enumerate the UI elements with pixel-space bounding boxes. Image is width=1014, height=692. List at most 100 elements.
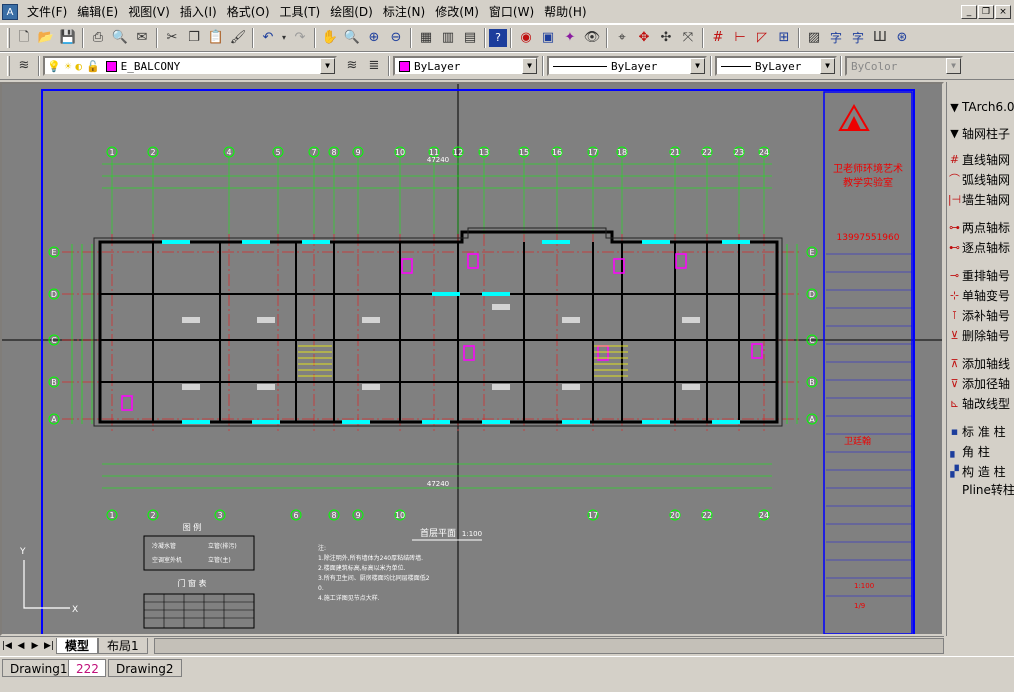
tarch-item-add-radial[interactable]: ⊽添加径轴 (947, 374, 1010, 392)
tarch-item-delete-label[interactable]: ⊻删除轴号 (947, 326, 1010, 344)
snap-endpoint-icon[interactable]: ⌖ (618, 30, 626, 45)
tarch-item-corner-column[interactable]: ▖角 柱 (947, 442, 990, 460)
linetype-value: ByLayer (611, 59, 658, 73)
move-icon[interactable]: ✥ (638, 30, 650, 45)
minimize-button[interactable]: _ (961, 4, 977, 19)
tool-palettes-icon[interactable]: ▤ (463, 30, 477, 45)
redo-icon[interactable]: ↷ (294, 30, 306, 45)
properties-icon[interactable]: ▦ (419, 30, 433, 45)
calculator-icon[interactable]: ⊛ (896, 30, 908, 45)
restore-button[interactable]: ❐ (978, 4, 994, 19)
color-dropdown[interactable]: ByLayer ▼ (393, 56, 539, 76)
axis-bubble-bottom-24 (758, 509, 770, 521)
tarch-item-triangle-down[interactable]: ▼轴网柱子 (947, 124, 1010, 142)
tarch-panel-title[interactable]: ▼ TArch6.0 (947, 98, 1014, 116)
tarch-item-arc-grid[interactable]: ⌒弧线轴网 (947, 170, 1010, 188)
tarch-item-struct-column[interactable]: ▞构 造 柱 (947, 462, 1005, 480)
chevron-down-icon[interactable]: ▼ (522, 58, 537, 74)
tab-model[interactable]: 模型 (56, 637, 99, 654)
tarch-item-wall-grid[interactable]: |⊣墙生轴网 (947, 190, 1010, 208)
doc-tab-drawing1[interactable]: Drawing1 (2, 659, 76, 677)
menu-item-3[interactable]: 插入(I) (179, 4, 217, 19)
undo-dropdown-icon[interactable]: ▾ (281, 33, 286, 42)
axis-label-top-10: 10 (395, 148, 405, 157)
tarch-item-grid[interactable]: #直线轴网 (947, 150, 1010, 168)
lineweight-dropdown[interactable]: ByLayer ▼ (715, 56, 837, 76)
tarch-item-std-column[interactable]: ▪标 准 柱 (947, 422, 1006, 440)
tarch-item-add-label[interactable]: ⊺添补轴号 (947, 306, 1010, 324)
layer-previous-icon[interactable]: ≣ (368, 58, 380, 73)
toolbar-grip[interactable] (7, 28, 10, 48)
linetype-dropdown[interactable]: ByLayer ▼ (547, 56, 707, 76)
undo-icon[interactable]: ↶ (262, 30, 274, 45)
make-layer-current-icon[interactable]: ≋ (346, 58, 358, 73)
last-tab-icon[interactable]: ▶| (44, 640, 54, 651)
next-tab-icon[interactable]: ▶ (31, 640, 39, 651)
toolbar-grip[interactable] (7, 56, 10, 76)
match-properties-icon[interactable]: 🖌 (229, 30, 247, 45)
doc-tab-drawing2[interactable]: Drawing2 (108, 659, 182, 677)
prev-tab-icon[interactable]: ◀ (17, 640, 25, 651)
pan-tool-icon[interactable]: ⤧ (682, 30, 694, 45)
chevron-down-icon[interactable]: ▼ (690, 58, 705, 74)
horizontal-scrollbar[interactable] (153, 637, 944, 654)
tarch-item-label: 添加轴线 (962, 356, 1011, 371)
autocad-app-icon[interactable]: A (2, 3, 18, 20)
door-icon[interactable]: ◸ (757, 30, 767, 45)
grid-icon[interactable]: # (712, 30, 724, 45)
menu-item-7[interactable]: 标注(N) (382, 4, 426, 19)
close-button[interactable]: × (995, 4, 1011, 19)
print-preview-icon[interactable]: 🔍 (111, 30, 129, 45)
cut-icon[interactable]: ✂ (166, 30, 178, 45)
tarch-item-pline[interactable]: Pline转柱 (947, 480, 1014, 498)
zoom-previous-icon[interactable]: ⊖ (390, 30, 402, 45)
layer-manager-icon[interactable]: ≋ (18, 58, 30, 73)
text-icon[interactable]: 字 (829, 31, 842, 45)
tarch-item-two-point[interactable]: ⊶两点轴标 (947, 218, 1010, 236)
menu-item-4[interactable]: 格式(O) (226, 4, 270, 19)
stretch-icon[interactable]: ✣ (660, 30, 672, 45)
image-icon[interactable]: ▣ (541, 30, 555, 45)
tarch-item-change-type[interactable]: ⊾轴改线型 (947, 394, 1010, 412)
doc-tab-222[interactable]: 222 (68, 659, 106, 677)
new-file-icon[interactable]: 🗋 (18, 30, 30, 45)
publish-icon[interactable]: ✉ (136, 30, 148, 45)
paste-icon[interactable]: 📋 (207, 30, 225, 45)
design-center-icon[interactable]: ▥ (441, 30, 455, 45)
menu-item-0[interactable]: 文件(F) (27, 4, 68, 19)
zoom-realtime-icon[interactable]: 🔍 (343, 30, 361, 45)
tarch-item-add-line[interactable]: ⊼添加轴线 (947, 354, 1010, 372)
menu-item-9[interactable]: 窗口(W) (488, 4, 535, 19)
first-tab-icon[interactable]: |◀ (2, 640, 12, 651)
layer-tool-icon[interactable]: ◉ (520, 30, 532, 45)
tarch-item-point-label[interactable]: ⊷逐点轴标 (947, 238, 1010, 256)
menu-item-1[interactable]: 编辑(E) (77, 4, 119, 19)
menu-item-2[interactable]: 视图(V) (128, 4, 170, 19)
mtext-icon[interactable]: 字 (851, 31, 864, 45)
render-icon[interactable]: ✦ (564, 30, 576, 45)
chevron-down-icon[interactable]: ▼ (320, 58, 335, 74)
layer-dropdown[interactable]: 💡 ☀ ◐ 🔓 E_BALCONY ▼ (43, 56, 337, 76)
save-icon[interactable]: 💾 (59, 30, 77, 45)
open-file-icon[interactable]: 📂 (37, 30, 55, 45)
stair-icon[interactable]: Ш (873, 30, 887, 45)
zoom-window-icon[interactable]: ⊕ (368, 30, 380, 45)
tarch-item-renumber[interactable]: ⊸重排轴号 (947, 266, 1010, 284)
pan-realtime-icon[interactable]: ✋ (321, 30, 339, 45)
menu-item-10[interactable]: 帮助(H) (544, 4, 587, 19)
window-icon[interactable]: ⊞ (778, 30, 790, 45)
print-icon[interactable]: ⎙ (92, 30, 104, 45)
text-style-icon[interactable]: ▨ (807, 30, 821, 45)
tab-layout1[interactable]: 布局1 (98, 637, 148, 654)
tarch-item-single-change[interactable]: ⊹单轴变号 (947, 286, 1010, 304)
chevron-down-icon[interactable]: ▼ (820, 58, 835, 74)
help-icon[interactable]: ? (489, 29, 507, 47)
copy-icon[interactable]: ❐ (188, 30, 200, 45)
wall-icon[interactable]: ⊢ (734, 30, 746, 45)
view-icon[interactable]: 👁 (583, 30, 601, 45)
menu-item-8[interactable]: 修改(M) (435, 4, 479, 19)
menu-item-6[interactable]: 绘图(D) (330, 4, 373, 19)
menu-item-5[interactable]: 工具(T) (279, 4, 321, 19)
